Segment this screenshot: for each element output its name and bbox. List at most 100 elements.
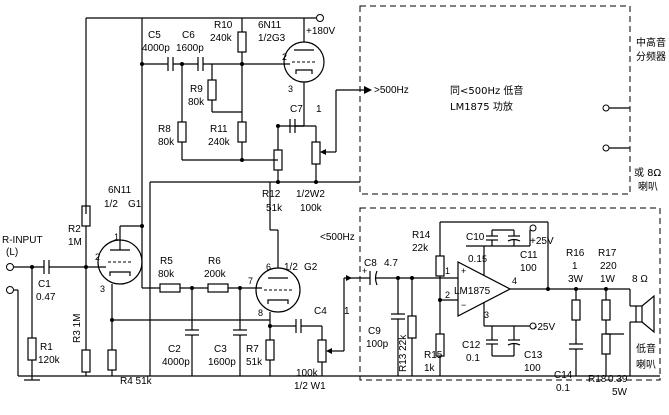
r11-ref: R11: [210, 124, 228, 135]
w2-wiper-arrow: [320, 149, 326, 155]
same-label-1: 同<500Hz 低音: [450, 84, 523, 97]
w2-body: [311, 141, 321, 165]
r12-val: 51k: [266, 203, 283, 214]
tube3-pin7: 7: [248, 276, 253, 286]
r16-body: [571, 299, 581, 321]
input-sub: (L): [6, 247, 18, 258]
lm1875-body: [457, 261, 512, 317]
tube1-name: 6N11: [108, 185, 132, 196]
r14-val: 22k: [412, 243, 429, 254]
r6-val: 200k: [204, 269, 227, 280]
r5-body: [159, 283, 181, 293]
r1-body: [27, 337, 37, 361]
mid-high-label-2: 分频器: [636, 50, 666, 63]
r10-val: 240k: [210, 33, 233, 44]
c4-ref: C4: [314, 306, 327, 317]
r14-body: [435, 255, 445, 277]
c7-ref: C7: [290, 104, 303, 115]
c10-val: 0.1: [468, 254, 482, 265]
tube1-grid-label: G1: [128, 199, 142, 210]
c10-ref: C10: [466, 232, 485, 243]
or8-label-1: 或 8Ω: [634, 167, 662, 179]
r14-ref: R14: [412, 230, 431, 241]
tube3-envelope: [255, 267, 301, 313]
node-r11: [240, 158, 244, 162]
bplus-label: +180V: [306, 26, 336, 37]
input-ground-terminal[interactable]: [6, 286, 14, 294]
tube2-pin2: 2: [282, 52, 287, 62]
r13-body: [407, 315, 417, 339]
lm1875-pin4: 4: [512, 276, 517, 286]
w1-val: 100k: [296, 368, 319, 379]
c13-ref: C13: [524, 350, 543, 361]
lm1875-pin2: 2: [445, 290, 450, 300]
r2-val: 1M: [68, 237, 82, 248]
or8-label-2: 喇叭: [638, 181, 658, 193]
r16-w: 3W: [568, 274, 584, 285]
r15-ref: R15: [424, 350, 443, 361]
r7-val: 51k: [246, 357, 263, 368]
r9-val: 80k: [188, 97, 205, 108]
mid-high-terminal-1[interactable]: [602, 104, 610, 112]
plus25-label: +25V: [530, 236, 554, 247]
r1-ref: R1: [40, 342, 53, 353]
speaker-cone: [641, 294, 655, 334]
r16-ref: R16: [566, 248, 585, 259]
r18-val: 0.39: [608, 374, 628, 385]
node-mid-rail-2: [314, 180, 318, 184]
minus25-terminal[interactable]: [529, 322, 537, 330]
lt500-label: <500Hz: [320, 232, 355, 243]
c9-ref: C9: [368, 326, 381, 337]
r3-ref: R3 1M: [72, 314, 83, 343]
c11-ref: C11: [520, 250, 538, 261]
r11-body: [237, 121, 247, 143]
r7-ref: R7: [246, 344, 259, 355]
lm1875-minus: −: [461, 300, 466, 310]
r12-ref: R12: [262, 189, 281, 200]
lm1875-pin3: 3: [484, 310, 489, 320]
r16-val: 1: [572, 261, 578, 272]
r13-ref: R13 22k: [398, 334, 409, 372]
r8-val: 80k: [158, 137, 175, 148]
r18-ref: R18: [588, 374, 607, 385]
plus25-terminal[interactable]: [529, 224, 537, 232]
node-r16: [574, 287, 578, 291]
r18-body: [601, 333, 611, 355]
lm1875-pin1: 1: [445, 266, 450, 276]
c8-plus: +: [362, 266, 367, 276]
mid-high-terminal-2[interactable]: [602, 144, 610, 152]
tube3-half: 1/2: [284, 262, 298, 273]
c9-val: 100p: [366, 339, 389, 350]
input-terminal[interactable]: [6, 263, 14, 271]
c11-val: 100: [520, 263, 537, 274]
r7-body: [265, 339, 275, 361]
c14-val: 0.1: [556, 383, 570, 394]
c12-val: 0.1: [466, 353, 480, 364]
bplus-terminal: [316, 14, 324, 22]
c2-val: 4000p: [162, 357, 190, 368]
c5-val: 4000p: [142, 43, 170, 54]
r5-ref: R5: [160, 256, 173, 267]
r10-ref: R10: [214, 20, 233, 31]
tube2-pin3: 3: [288, 84, 293, 94]
lm1875-name: LM1875: [454, 286, 491, 297]
tube1-pin1: 1: [114, 232, 119, 242]
r8-ref: R8: [158, 124, 171, 135]
r17-w: 1W: [600, 274, 616, 285]
r4-body: [107, 349, 117, 371]
tube3-cathode: [267, 299, 289, 304]
tube2-cathode: [295, 69, 313, 74]
w1-out-arrow: [346, 275, 352, 281]
w2-ref: 1/2W2: [296, 189, 325, 200]
c6-val: 1600p: [176, 43, 204, 54]
tube1-cathode: [109, 271, 131, 276]
mid-high-label-1: 中高音: [636, 36, 666, 49]
r17-ref: R17: [598, 248, 617, 259]
tube2-half: 1/2G3: [258, 33, 286, 44]
c8-plate-b: [374, 270, 378, 286]
r6-body: [207, 283, 229, 293]
node-r17: [604, 287, 608, 291]
r10-body: [237, 31, 247, 53]
c4-val: 1: [344, 306, 350, 317]
